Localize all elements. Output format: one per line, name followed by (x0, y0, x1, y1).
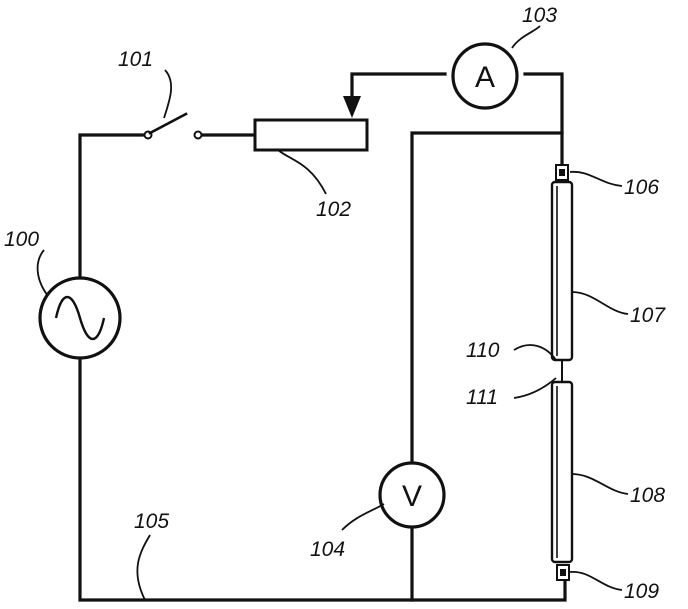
leader-lines (38, 26, 628, 600)
ac-source (40, 278, 120, 358)
label-107: 107 (630, 304, 666, 327)
leader-110 (514, 345, 556, 360)
label-101: 101 (118, 48, 153, 71)
label-110: 110 (466, 339, 500, 362)
label-105: 105 (134, 510, 169, 533)
lower-rod (552, 382, 572, 562)
leader-100 (38, 250, 48, 296)
rheostat (255, 96, 367, 150)
switch (145, 114, 202, 139)
leader-102 (278, 150, 326, 194)
voltmeter-upper-wire (412, 133, 562, 463)
label-104: 104 (310, 538, 345, 561)
ammeter-symbol: A (475, 61, 495, 94)
leader-103 (512, 26, 540, 48)
ammeter-to-rods-wire (525, 74, 562, 165)
leader-104 (342, 504, 384, 530)
ammeter: A (453, 44, 517, 108)
label-108: 108 (630, 484, 665, 507)
label-111: 111 (466, 386, 498, 409)
wiper-arrow-icon (343, 96, 361, 118)
leader-105 (137, 535, 150, 600)
leader-106 (570, 172, 622, 186)
leader-101 (164, 70, 171, 118)
leader-107 (572, 292, 628, 314)
upper-rod (552, 182, 572, 360)
voltmeter-symbol: V (402, 480, 422, 513)
label-100: 100 (4, 228, 39, 251)
label-102: 102 (316, 198, 351, 221)
rheostat-wiper-wire (352, 74, 445, 96)
label-109: 109 (624, 580, 659, 603)
leader-109 (570, 572, 622, 590)
left-wire-top (80, 135, 148, 278)
label-106: 106 (624, 176, 659, 199)
bottom-terminal (557, 565, 569, 580)
label-103: 103 (522, 4, 557, 27)
voltmeter: V (380, 463, 444, 527)
top-terminal (556, 165, 568, 180)
leader-108 (572, 474, 628, 494)
leader-111 (514, 378, 556, 398)
